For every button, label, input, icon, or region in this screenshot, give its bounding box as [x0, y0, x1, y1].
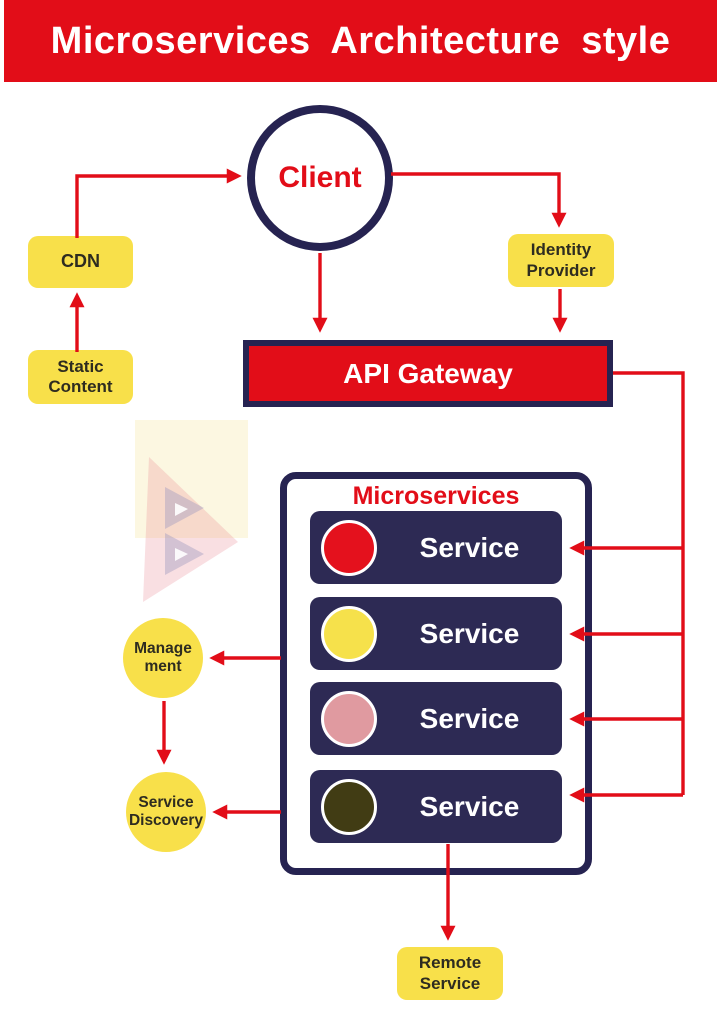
service-3-label: Service — [419, 702, 520, 734]
client-node: Client — [247, 105, 393, 251]
microservices-container: Microservices Service Service Service Se… — [280, 472, 592, 875]
microservices-title: Microservices — [352, 482, 520, 510]
service-row-2: Service — [310, 597, 562, 670]
service-row-3: Service — [310, 682, 562, 755]
management-node: Manage ment — [123, 618, 203, 698]
service-4-label: Service — [419, 790, 520, 822]
cdn-node: CDN — [28, 236, 133, 288]
arrow-cdn-to-client — [75, 168, 242, 238]
service-1-label: Service — [419, 531, 520, 563]
client-label: Client — [278, 161, 362, 194]
identity-provider-node: Identity Provider — [508, 234, 614, 287]
api-gateway-node: API Gateway — [243, 340, 613, 407]
service-discovery-node: Service Discovery — [126, 772, 206, 852]
service-row-4: Service — [310, 770, 562, 843]
cdn-label: CDN — [61, 251, 100, 272]
service-discovery-label: Service Discovery — [128, 794, 204, 829]
line-api-gateway-right-rail — [613, 371, 685, 795]
remote-service-label: Remote Service — [418, 953, 482, 993]
service-3-dot-icon — [321, 690, 377, 747]
management-label: Manage ment — [134, 640, 192, 675]
page-title: Microservices Architecture style — [50, 19, 671, 62]
service-4-dot-icon — [321, 778, 377, 835]
api-gateway-label: API Gateway — [343, 357, 513, 389]
static-content-node: Static Content — [28, 350, 133, 404]
static-content-label: Static Content — [48, 356, 113, 396]
watermark-logo — [135, 420, 248, 602]
remote-service-node: Remote Service — [397, 947, 503, 1000]
service-1-dot-icon — [321, 519, 377, 576]
header-banner: Microservices Architecture style — [4, 0, 717, 82]
arrow-client-to-identity-provider — [391, 172, 567, 228]
identity-provider-label: Identity Provider — [526, 240, 596, 280]
service-row-1: Service — [310, 511, 562, 584]
service-2-label: Service — [419, 617, 520, 649]
service-2-dot-icon — [321, 605, 377, 662]
